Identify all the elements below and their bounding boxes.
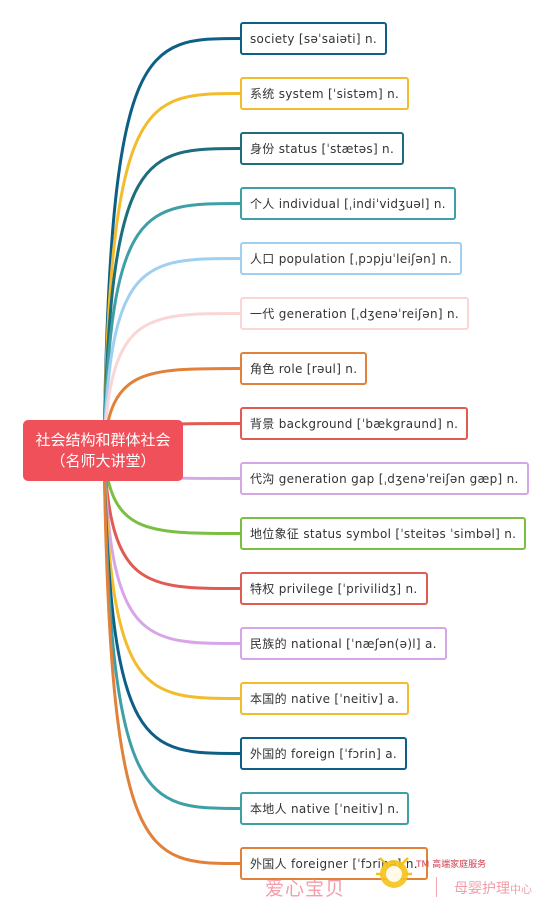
connector-line [102,450,241,700]
branch-node-role[interactable]: 角色 role [rəul] n. [240,352,368,385]
branch-label: 身份 status [ˈstætəs] n. [250,142,395,156]
branch-label: 本国的 native [ˈneitiv] a. [250,692,400,706]
branch-node-status[interactable]: 身份 status [ˈstætəs] n. [240,132,405,165]
connector-line [102,312,241,451]
central-topic-subtitle: （名师大讲堂） [50,451,156,470]
branch-node-individual[interactable]: 个人 individual [ˌindiˈvidʒuəl] n. [240,187,456,220]
branch-node-population[interactable]: 人口 population [ˌpɔpjuˈleiʃən] n. [240,242,463,275]
connector-line [102,257,241,451]
branch-label: 个人 individual [ˌindiˈvidʒuəl] n. [250,197,446,211]
branch-node-generation[interactable]: 一代 generation [ˌdʒenəˈreiʃən] n. [240,297,470,330]
central-topic-title: 社会结构和群体社会 [35,430,171,449]
branch-label: 外国人 foreigner [ˈfɔrinə] n. [250,857,418,871]
branch-label: 地位象征 status symbol [ˈsteitəs ˈsimbəl] n. [250,527,517,541]
branch-node-generation-gap[interactable]: 代沟 generation gap [ˌdʒenəˈreiʃən gæp] n. [240,462,529,495]
branch-node-foreigner[interactable]: 外国人 foreigner [ˈfɔrinə] n. [240,847,428,880]
branch-label: 人口 population [ˌpɔpjuˈleiʃən] n. [250,252,453,266]
branch-node-privilege[interactable]: 特权 privilege [ˈprivilidʒ] n. [240,572,428,605]
branch-label: 代沟 generation gap [ˌdʒenəˈreiʃən gæp] n. [250,472,519,486]
branch-label: 民族的 national [ˈnæʃən(ə)l] a. [250,637,437,651]
branch-label: society [səˈsaiəti] n. [250,31,378,46]
branch-label: 外国的 foreign [ˈfɔrin] a. [250,747,398,761]
branch-node-native-noun[interactable]: 本地人 native [ˈneitiv] n. [240,792,410,825]
branch-node-native-adj[interactable]: 本国的 native [ˈneitiv] a. [240,682,410,715]
branch-node-foreign[interactable]: 外国的 foreign [ˈfɔrin] a. [240,737,408,770]
branch-node-system[interactable]: 系统 system [ˈsistəm] n. [240,77,410,110]
branch-node-society[interactable]: society [səˈsaiəti] n. [240,22,388,55]
connector-line [102,450,241,755]
central-topic[interactable]: 社会结构和群体社会 （名师大讲堂） [23,420,183,481]
branch-label: 背景 background [ˈbækgraund] n. [250,417,459,431]
branch-label: 一代 generation [ˌdʒenəˈreiʃən] n. [250,307,460,321]
branch-label: 特权 privilege [ˈprivilidʒ] n. [250,582,418,596]
branch-label: 系统 system [ˈsistəm] n. [250,87,400,101]
branch-node-status-symbol[interactable]: 地位象征 status symbol [ˈsteitəs ˈsimbəl] n. [240,517,527,550]
branch-node-background[interactable]: 背景 background [ˈbækgraund] n. [240,407,469,440]
connector-line [102,450,241,865]
connector-line [102,147,241,451]
branch-label: 本地人 native [ˈneitiv] n. [250,802,400,816]
connector-line [102,202,241,451]
branch-node-national[interactable]: 民族的 national [ˈnæʃən(ə)l] a. [240,627,447,660]
branch-label: 角色 role [rəul] n. [250,362,358,376]
connector-line [102,450,241,590]
